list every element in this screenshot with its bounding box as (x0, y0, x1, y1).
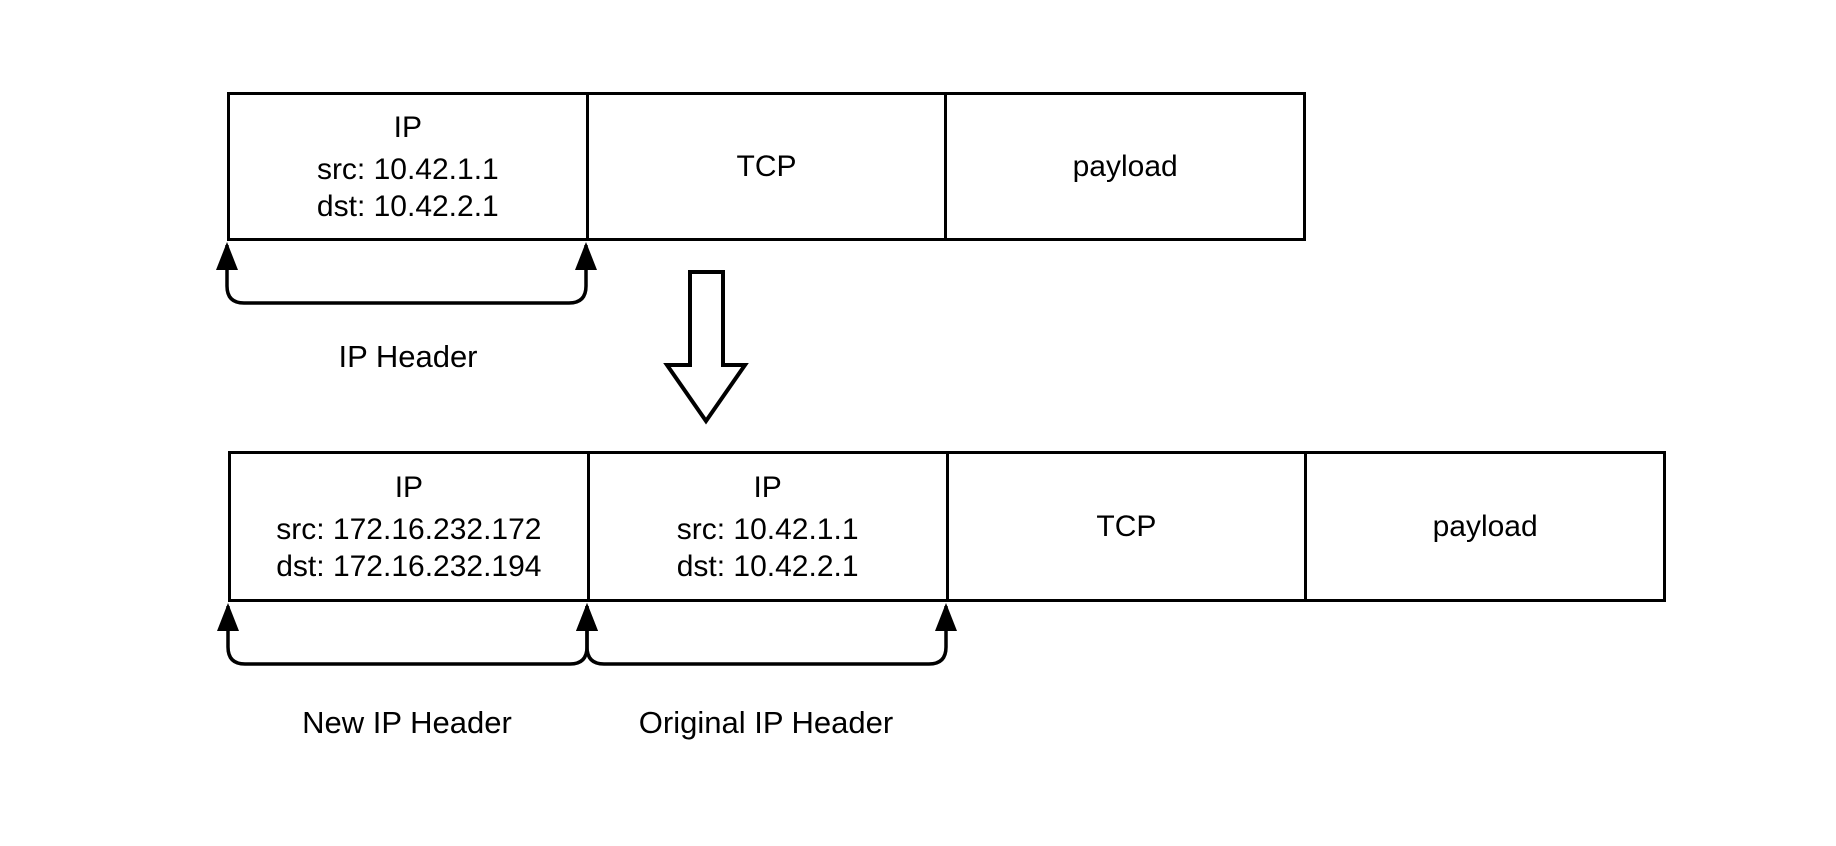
tcp-label: TCP (1096, 510, 1157, 543)
encapsulated-packet: IP src: 172.16.232.172 dst: 172.16.232.1… (228, 451, 1666, 602)
encapsulation-down-arrow-icon (663, 270, 749, 425)
segment-tcp: TCP (945, 454, 1305, 599)
payload-label: payload (1072, 150, 1178, 183)
new-ip-title: IP (394, 470, 424, 504)
segment-original-ip-header: IP src: 10.42.1.1 dst: 10.42.2.1 (586, 454, 946, 599)
new-ip-dst-address: dst: 172.16.232.194 (276, 549, 542, 583)
ip-header-bracket-icon (216, 242, 597, 305)
ip-header-label: IP Header (338, 339, 478, 374)
original-ip-header-bracket-icon (576, 603, 957, 666)
new-ip-header-label: New IP Header (302, 705, 512, 740)
new-ip-src-address: src: 172.16.232.172 (276, 512, 542, 546)
new-ip-header-bracket-icon (217, 603, 598, 666)
ip-src-address: src: 10.42.1.1 (316, 152, 499, 186)
segment-payload: payload (1304, 454, 1663, 599)
original-packet: IP src: 10.42.1.1 dst: 10.42.2.1 TCP pay… (227, 92, 1306, 241)
ip-title: IP (393, 110, 423, 144)
original-ip-dst-address: dst: 10.42.2.1 (676, 549, 859, 583)
segment-tcp: TCP (585, 95, 945, 238)
segment-new-ip-header: IP src: 172.16.232.172 dst: 172.16.232.1… (231, 454, 587, 599)
segment-payload: payload (944, 95, 1303, 238)
payload-label: payload (1432, 510, 1538, 543)
original-ip-title: IP (753, 470, 782, 504)
original-ip-header-label: Original IP Header (638, 705, 894, 740)
tcp-label: TCP (736, 150, 797, 183)
segment-ip-header: IP src: 10.42.1.1 dst: 10.42.2.1 (230, 95, 586, 238)
original-ip-src-address: src: 10.42.1.1 (676, 512, 859, 546)
ip-dst-address: dst: 10.42.2.1 (316, 189, 499, 223)
